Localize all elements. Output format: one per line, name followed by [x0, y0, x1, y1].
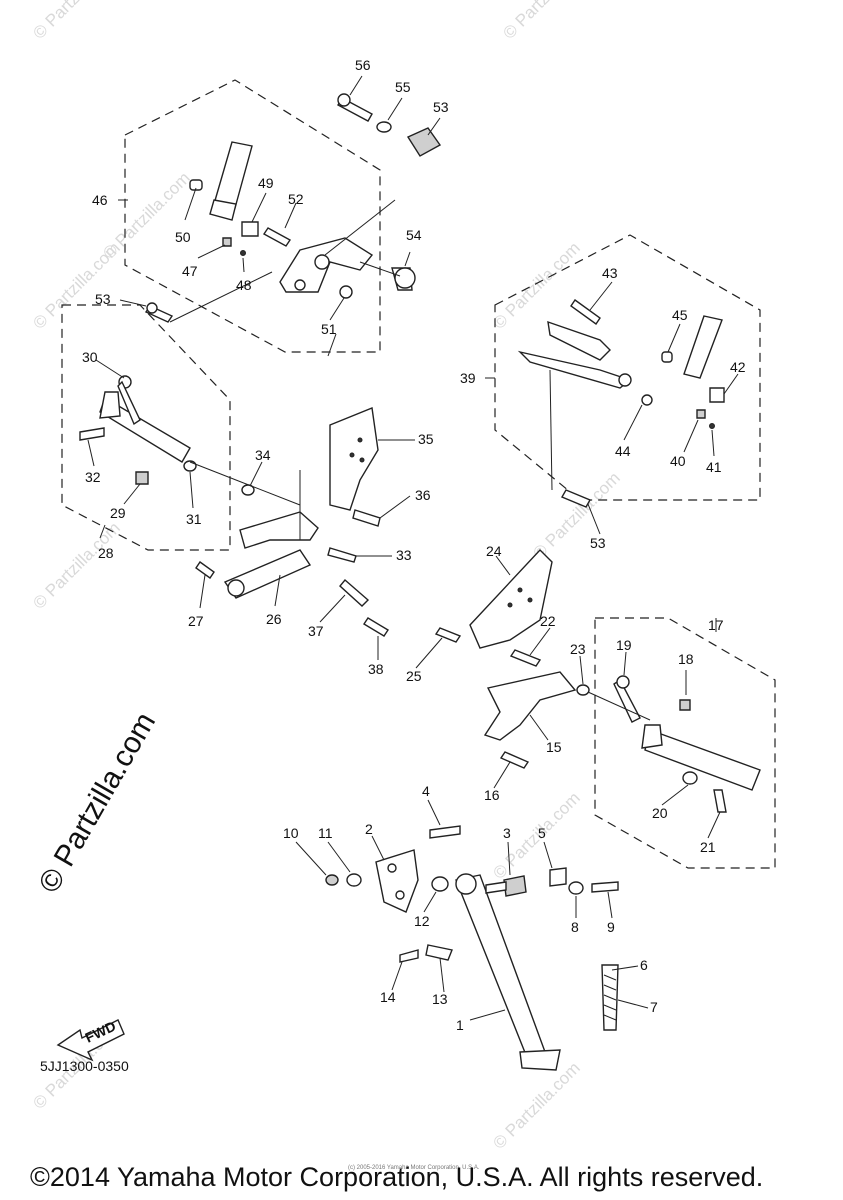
part-label: 6: [640, 957, 648, 973]
rider-footrest-right-assembly: [517, 299, 725, 508]
part-label: 33: [396, 547, 412, 563]
copyright-notice: ©2014 Yamaha Motor Corporation, U.S.A. A…: [30, 1162, 764, 1192]
part-label: 1: [456, 1017, 464, 1033]
watermark: © Partzilla.com: [499, 0, 593, 43]
partzilla-watermark-large: © Partzilla.com: [32, 707, 162, 899]
fine-print: (c) 2005-2016 Yamaha Motor Corporation, …: [348, 1165, 480, 1171]
part-label: 55: [395, 79, 411, 95]
leader-lines: [87, 75, 739, 1021]
part-label: 56: [355, 57, 371, 73]
part-label: 8: [571, 919, 579, 935]
part-label: 32: [85, 469, 101, 485]
part-label: 17: [708, 617, 724, 633]
part-label: 49: [258, 175, 274, 191]
part-label: 20: [652, 805, 668, 821]
part-label: 51: [321, 321, 337, 337]
part-label: 21: [700, 839, 716, 855]
part-label: 36: [415, 487, 431, 503]
part-label: 15: [546, 739, 562, 755]
passenger-footrest-left-assembly: [79, 375, 389, 637]
part-label: 5: [538, 825, 546, 841]
part-label: 45: [672, 307, 688, 323]
part-label: 48: [236, 277, 252, 293]
part-label: 41: [706, 459, 722, 475]
part-label: 28: [98, 545, 114, 561]
part-label: 53: [95, 291, 111, 307]
watermark: © Partzilla.com: [29, 238, 123, 332]
part-label: 27: [188, 613, 204, 629]
part-label: 54: [406, 227, 422, 243]
group-17-boundary: [594, 617, 776, 869]
part-label: 40: [670, 453, 686, 469]
part-label: 38: [368, 661, 384, 677]
part-label: 31: [186, 511, 202, 527]
part-number-labels: 56 55 53 46 49 52 50 47 48 54 51 53 30 3…: [82, 57, 746, 1033]
watermark: © Partzilla.com: [529, 468, 623, 562]
part-label: 16: [484, 787, 500, 803]
part-label: 13: [432, 991, 448, 1007]
part-label: 35: [418, 431, 434, 447]
part-label: 30: [82, 349, 98, 365]
part-label: 7: [650, 999, 658, 1015]
part-label: 42: [730, 359, 746, 375]
part-label: 19: [616, 637, 632, 653]
part-label: 4: [422, 783, 430, 799]
part-label: 52: [288, 191, 304, 207]
part-label: 9: [607, 919, 615, 935]
part-label: 11: [318, 825, 333, 841]
part-label: 22: [540, 613, 556, 629]
part-label: 25: [406, 668, 422, 684]
watermark: © Partzilla.com: [489, 1058, 583, 1152]
part-label: 37: [308, 623, 324, 639]
part-label: 50: [175, 229, 191, 245]
part-label: 39: [460, 370, 476, 386]
part-label: 47: [182, 263, 198, 279]
part-label: 18: [678, 651, 694, 667]
part-label: 14: [380, 989, 396, 1005]
sidestand-assembly: [325, 825, 619, 1071]
part-label: 26: [266, 611, 282, 627]
part-label: 10: [283, 825, 299, 841]
part-label: 24: [486, 543, 502, 559]
part-label: 34: [255, 447, 271, 463]
part-label: 23: [570, 641, 586, 657]
passenger-bracket-right-assembly: [434, 548, 590, 769]
part-label: 44: [615, 443, 631, 459]
part-label: 2: [365, 821, 373, 837]
part-label: 3: [503, 825, 511, 841]
part-label: 53: [433, 99, 449, 115]
part-label: 53: [590, 535, 606, 551]
part-label: 29: [110, 505, 126, 521]
group-46-boundary: [124, 79, 381, 353]
passenger-footrest-right-assembly: [587, 675, 761, 813]
rider-footrest-left-assembly: [144, 93, 442, 323]
watermark: © Partzilla.com: [29, 518, 123, 612]
part-label: 46: [92, 192, 108, 208]
part-label: 12: [414, 913, 430, 929]
group-39-boundary: [494, 234, 761, 501]
watermark: © Partzilla.com: [489, 238, 583, 332]
part-label: 43: [602, 265, 618, 281]
diagram-code: 5JJ1300-0350: [40, 1058, 129, 1074]
watermark: © Partzilla.com: [29, 0, 123, 43]
